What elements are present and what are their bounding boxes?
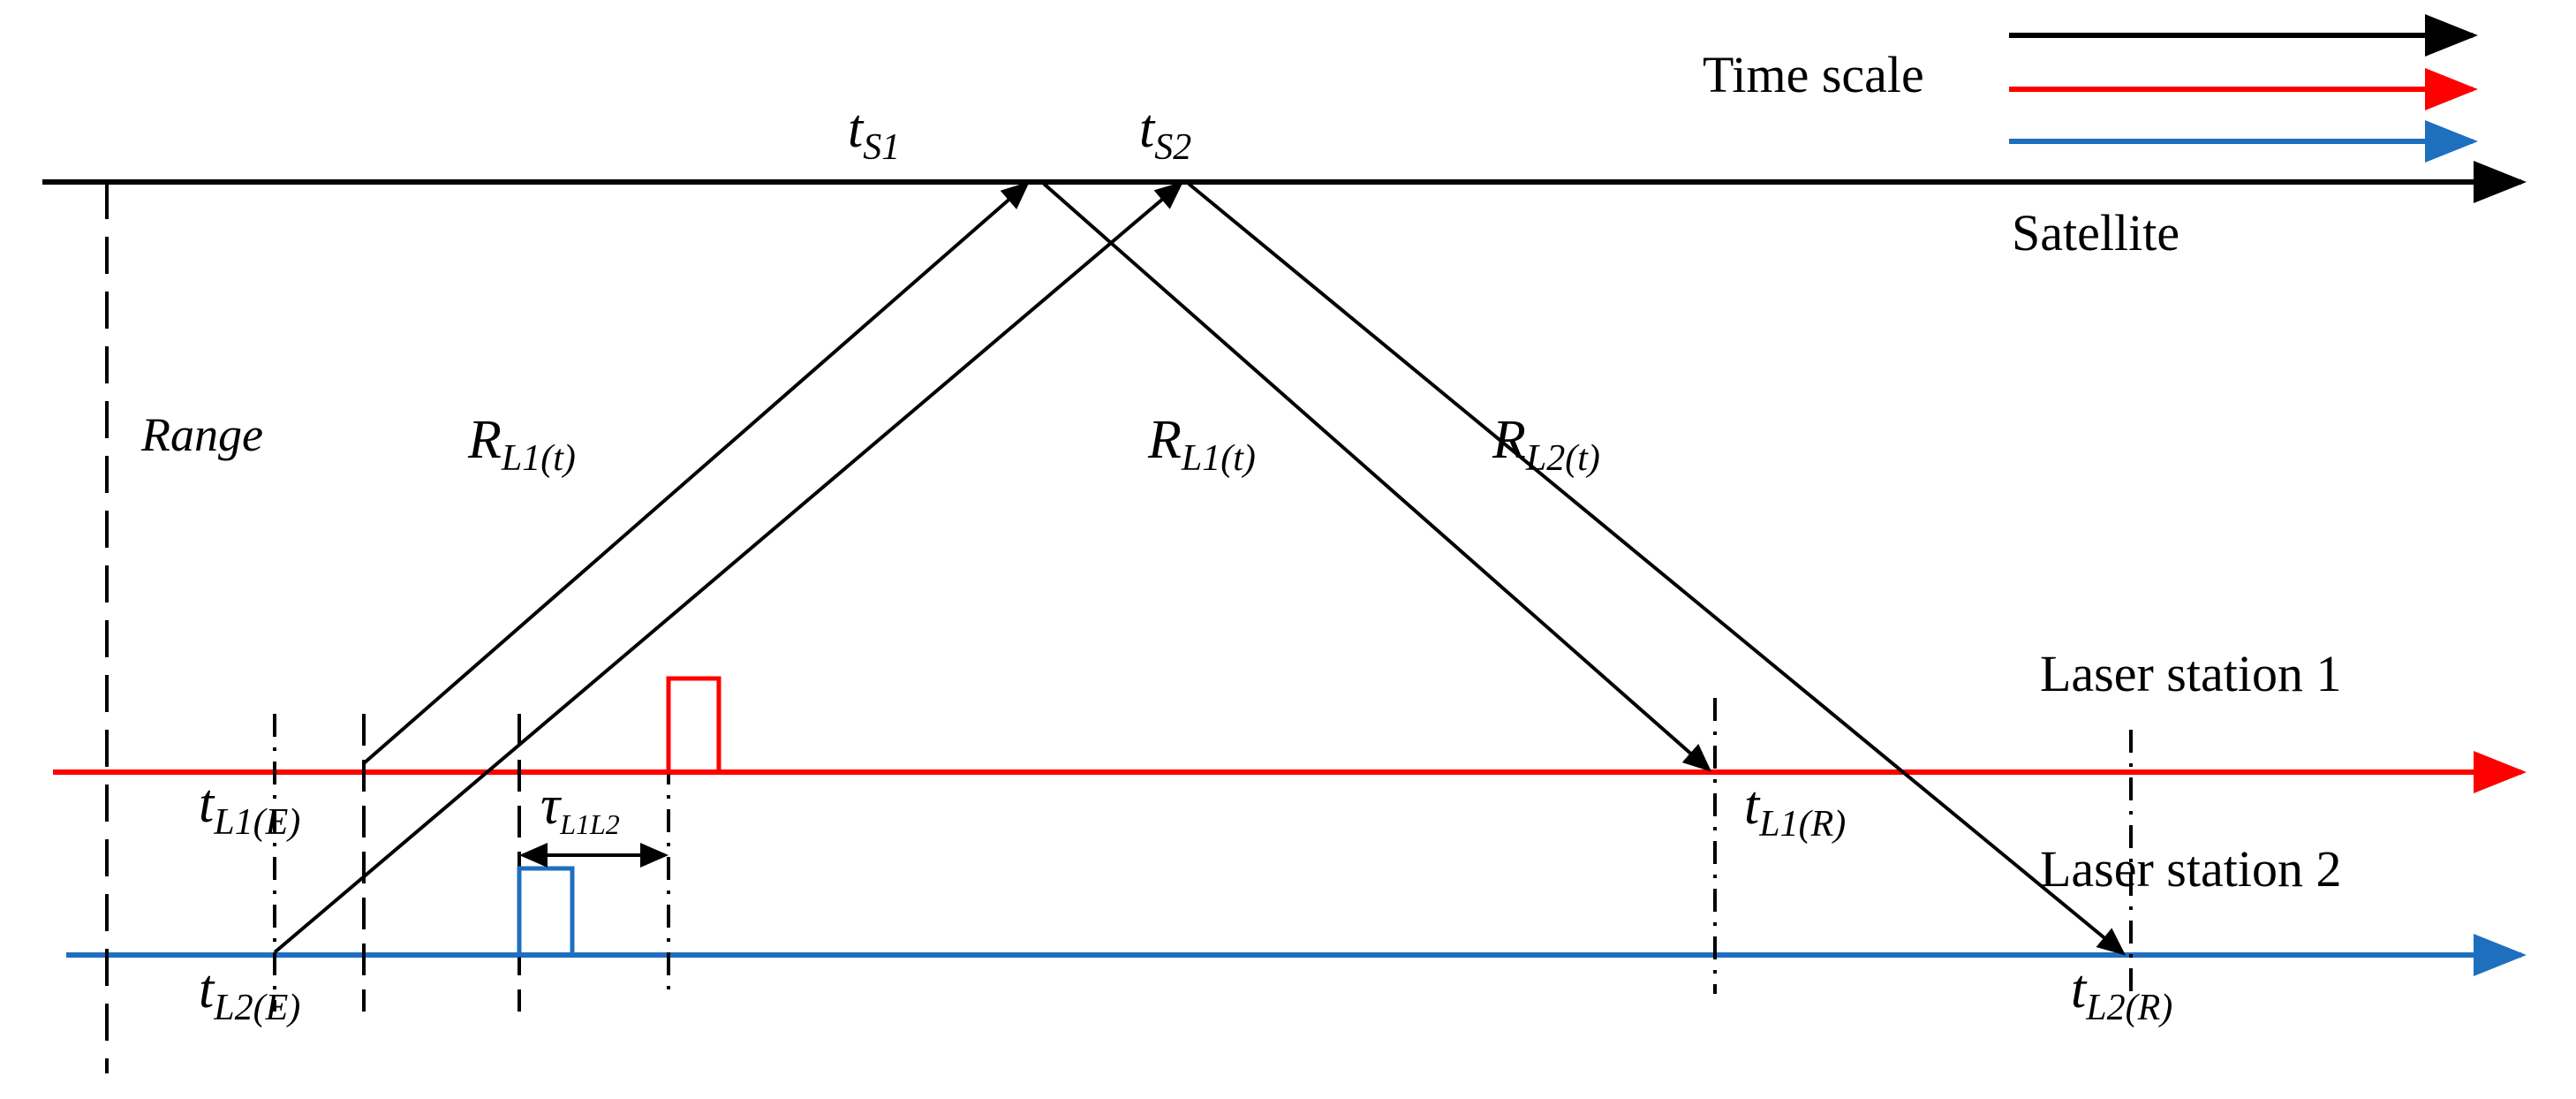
t-s2-label: tS2	[1139, 99, 1191, 168]
t-l1-e-label: tL1(E)	[199, 774, 300, 843]
tau-l1l2-label: τL1L2	[540, 776, 620, 840]
downlink-arrow-l2	[1187, 182, 2127, 956]
laser-station-1-pulse	[666, 676, 721, 775]
laser-station-1-label: Laser station 1	[2040, 645, 2341, 702]
uplink-arrow-l2	[273, 181, 1184, 954]
t-l2-e-label: tL2(E)	[199, 959, 300, 1028]
downlink-arrow-l1	[1042, 182, 1712, 772]
laser-station-2-label: Laser station 2	[2040, 840, 2341, 898]
uplink-arrow-l1	[362, 181, 1031, 765]
laser-station-2-pulse	[517, 866, 575, 958]
t-l1-r-label: tL1(R)	[1744, 776, 1846, 845]
t-s1-label: tS1	[848, 99, 900, 168]
legend: Time scale	[1703, 14, 2478, 163]
t-l2-r-label: tL2(R)	[2071, 959, 2172, 1028]
satellite-label: Satellite	[2012, 204, 2179, 261]
r-l1-downlink-label: RL1(t)	[1147, 410, 1256, 479]
r-l2-downlink-label: RL2(t)	[1492, 410, 1600, 479]
range-label: Range	[140, 408, 263, 461]
r-l1-uplink-label: RL1(t)	[467, 410, 576, 479]
legend-label: Time scale	[1703, 46, 1924, 103]
